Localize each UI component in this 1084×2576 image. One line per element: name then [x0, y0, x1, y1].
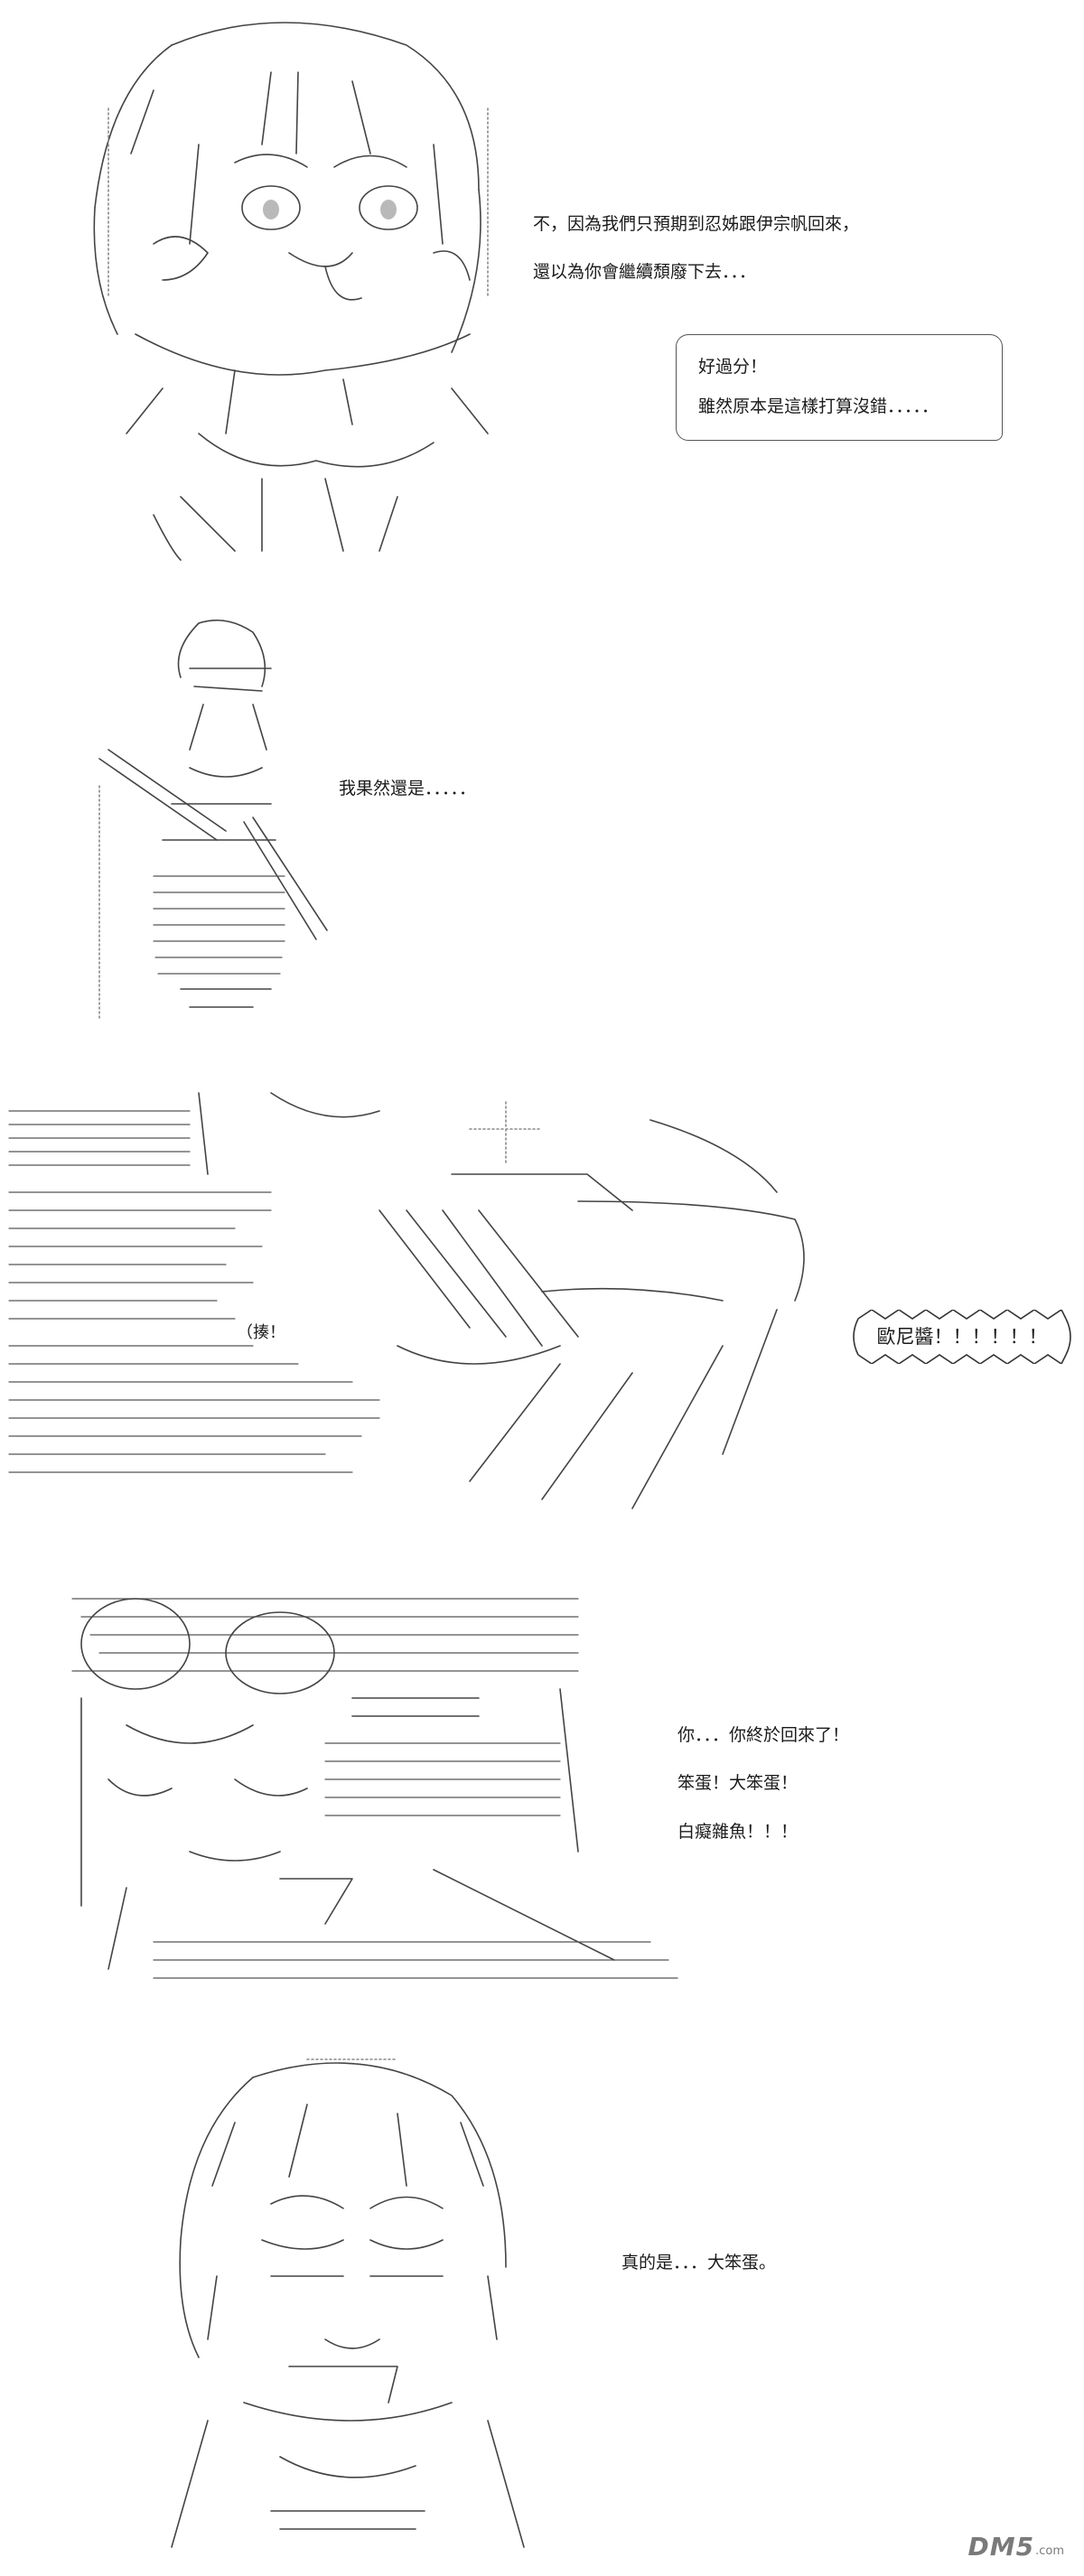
panel-2: 我果然還是．．．．． [0, 578, 1084, 1039]
bubble-line: 好過分！ [698, 357, 768, 377]
panel-4: 你．．．你終於回來了！ 笨蛋！大笨蛋！ 白癡雜魚！！！ [0, 1554, 1084, 2014]
ascii-art-girl-smiling [54, 9, 524, 569]
site-watermark: DM5 .com [968, 2532, 1065, 2562]
panel-3: （揍！ 歐尼醬！！！！！！ [0, 1039, 1084, 1554]
speech-bubble: 好過分！ 雖然原本是這樣打算沒錯．．．．． [676, 334, 1003, 441]
watermark-suffix: .com [1035, 2544, 1064, 2558]
dialogue-line: 不，因為我們只預期到忍姊跟伊宗帆回來， [533, 214, 860, 234]
dialogue-line: 笨蛋！大笨蛋！ [678, 1773, 799, 1793]
ascii-art-crying-girl [54, 1581, 687, 2005]
ascii-art-figure-with-sword [90, 605, 328, 1030]
panel-5: 真的是．．．大笨蛋。 DM5 .com [0, 2014, 1084, 2576]
bubble-line: 雖然原本是這樣打算沒錯．．．．． [698, 397, 939, 416]
shout-text: 歐尼醬！！！！！！ [876, 1326, 1048, 1348]
watermark-brand: DM5 [967, 2532, 1035, 2562]
dialogue-line: 我果然還是．．．．． [339, 779, 477, 798]
dialogue-line: 你．．．你終於回來了！ [678, 1725, 850, 1745]
shout-bubble: 歐尼醬！！！！！！ [849, 1308, 1075, 1366]
dialogue-line: 真的是．．．大笨蛋。 [621, 2253, 777, 2273]
sound-effect-text: （揍！ [237, 1323, 285, 1342]
ascii-art-punch-action [0, 1075, 831, 1545]
dialogue-line: 還以為你會繼續頹廢下去．．． [533, 262, 757, 282]
dialogue-line: 白癡雜魚！！！ [678, 1822, 799, 1842]
ascii-art-girl-smiling-small [126, 2041, 560, 2556]
panel-1: 不，因為我們只預期到忍姊跟伊宗帆回來， 還以為你會繼續頹廢下去．．． 好過分！ … [0, 0, 1084, 578]
